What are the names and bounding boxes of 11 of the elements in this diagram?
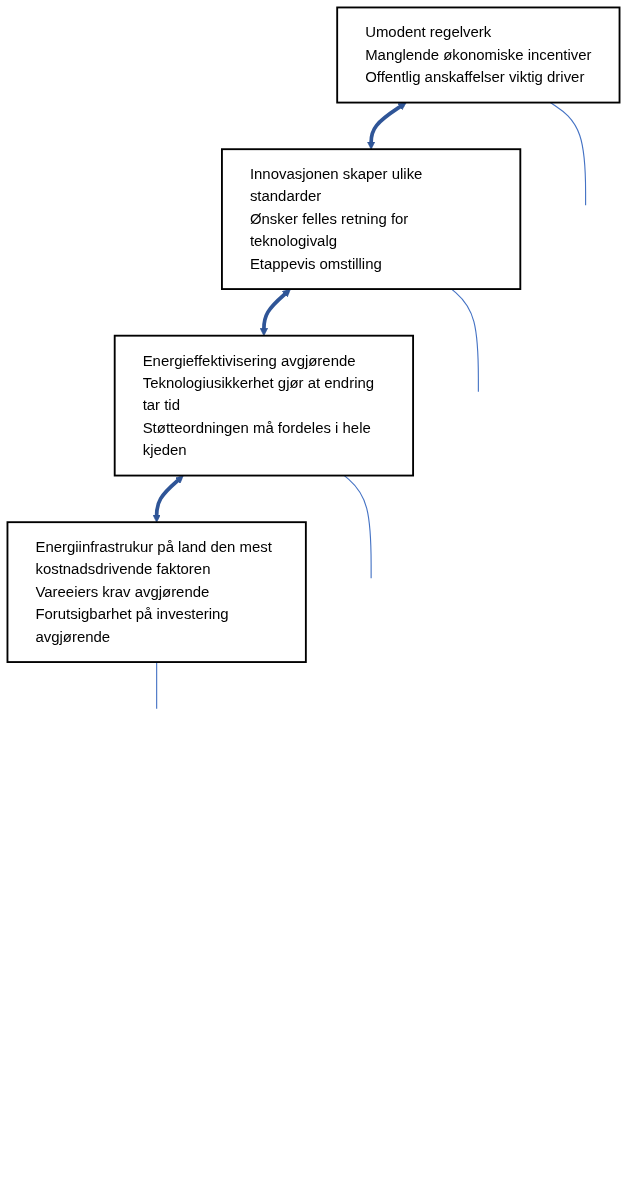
- arrow: [259, 288, 291, 337]
- node-box: Innovasjonen skaper ulike standarder Ønsker felles retning for teknologivalg Etappevis omstilling: [221, 148, 522, 290]
- arrow: [152, 475, 184, 523]
- connector: [549, 102, 587, 206]
- connector: [156, 661, 158, 710]
- node-box: Umodent regelverk Manglende økonomiske incentiver Offentlig anskaffelser viktig driver: [336, 6, 621, 104]
- node-box: Energiinfrastrukur på land den mest kostnadsdrivende faktoren Vareeiers krav avgjørende Forutsigbarhet på investering avgjørende: [6, 521, 307, 663]
- node-box: Energieffektivisering avgjørende Teknologiusikkerhet gjør at endring tar tid Støtteordningen må fordeles i hele kjeden: [113, 334, 414, 477]
- arrow: [367, 102, 407, 150]
- connector: [451, 288, 479, 393]
- connector: [343, 475, 372, 579]
